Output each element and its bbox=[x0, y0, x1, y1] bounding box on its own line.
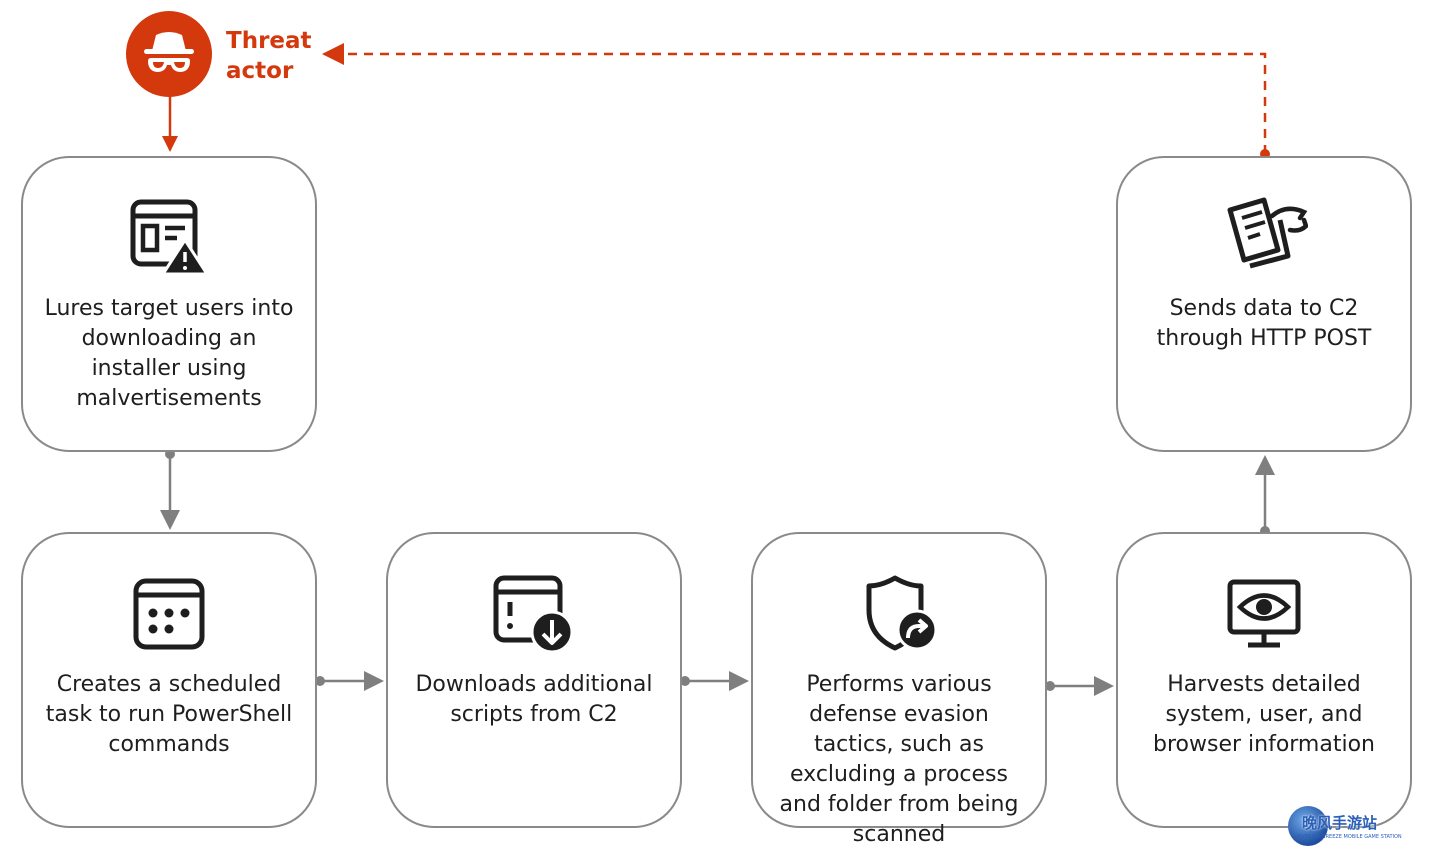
step-download-box: Downloads additional scripts from C2 bbox=[386, 532, 682, 828]
step-schedule-text: Creates a scheduled task to run PowerShe… bbox=[45, 672, 293, 757]
step-evasion-box: Performs various defense evasion tactics… bbox=[751, 532, 1047, 847]
arrow-lure-to-schedule bbox=[160, 449, 180, 530]
globe-icon bbox=[1288, 806, 1328, 846]
step-lure-text: Lures target users into downloading an i… bbox=[44, 296, 294, 411]
calendar-icon bbox=[23, 572, 315, 656]
step-harvest-text: Harvests detailed system, user, and brow… bbox=[1153, 672, 1375, 757]
step-exfil-box: Sends data to C2 through HTTP POST bbox=[1116, 156, 1412, 452]
step-evasion-text: Performs various defense evasion tactics… bbox=[779, 672, 1019, 847]
arrow-harvest-to-exfil bbox=[1255, 455, 1275, 536]
threat-actor-label: Threat actor bbox=[226, 26, 312, 86]
arrow-exfil-to-threat-actor bbox=[322, 43, 1270, 159]
step-schedule-box: Creates a scheduled task to run PowerShe… bbox=[21, 532, 317, 828]
shield-redirect-icon bbox=[753, 572, 1045, 656]
arrow-schedule-to-download bbox=[315, 671, 384, 691]
watermark-text: 晚风手游站 bbox=[1302, 814, 1378, 832]
spy-icon bbox=[126, 11, 212, 97]
threat-actor-label-line2: actor bbox=[226, 58, 294, 84]
browser-download-icon bbox=[388, 572, 680, 656]
arrow-download-to-evasion bbox=[680, 671, 749, 691]
browser-warning-icon bbox=[23, 196, 315, 280]
document-send-icon bbox=[1118, 196, 1410, 280]
step-harvest-box: Harvests detailed system, user, and brow… bbox=[1116, 532, 1412, 828]
step-download-text: Downloads additional scripts from C2 bbox=[415, 672, 653, 727]
threat-actor-label-line1: Threat bbox=[226, 28, 312, 54]
arrow-evasion-to-harvest bbox=[1045, 676, 1114, 696]
watermark-subtext: EVENING BREEZE MOBILE GAME STATION bbox=[1298, 834, 1402, 840]
step-exfil-text: Sends data to C2 through HTTP POST bbox=[1156, 296, 1372, 351]
step-lure-box: Lures target users into downloading an i… bbox=[21, 156, 317, 452]
watermark-logo: 晚风手游站 EVENING BREEZE MOBILE GAME STATION bbox=[1288, 804, 1402, 848]
threat-actor-node bbox=[126, 11, 212, 97]
monitor-eye-icon bbox=[1118, 572, 1410, 656]
